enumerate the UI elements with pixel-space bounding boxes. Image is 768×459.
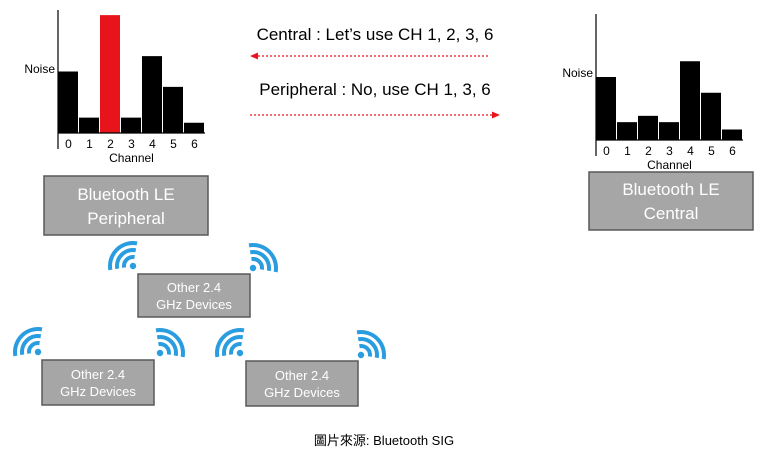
x-axis-label: Channel — [647, 158, 692, 172]
noise-bar-channel-3 — [121, 117, 141, 133]
arrow-to-central-head — [492, 111, 500, 119]
other-device-box-top: Other 2.4 GHz Devices — [137, 273, 251, 318]
channel-tick-label: 5 — [170, 137, 177, 151]
central-message-text: Central : Let’s use CH 1, 2, 3, 6 — [257, 25, 494, 44]
noise-bar-channel-4 — [142, 56, 162, 133]
noise-bar-channel-5 — [701, 92, 721, 140]
noise-bar-channel-0 — [58, 71, 78, 133]
image-source-caption: 圖片來源: Bluetooth SIG — [314, 433, 454, 448]
arrow-to-peripheral-head — [250, 52, 258, 60]
other-device-top-line2: GHz Devices — [156, 297, 232, 312]
channel-tick-label: 0 — [603, 144, 610, 158]
channel-tick-label: 4 — [687, 144, 694, 158]
channel-tick-label: 2 — [107, 137, 114, 151]
noise-bar-channel-1 — [617, 122, 637, 140]
wifi-signal-icon — [215, 328, 245, 358]
channel-tick-label: 1 — [624, 144, 631, 158]
noise-bar-channel-3 — [659, 122, 679, 140]
peripheral-box-line2: Peripheral — [87, 209, 165, 228]
other-device-right-line1: Other 2.4 — [275, 368, 329, 383]
channel-tick-label: 5 — [708, 144, 715, 158]
noise-bar-channel-4 — [680, 61, 700, 140]
other-device-box-left: Other 2.4 GHz Devices — [41, 359, 155, 406]
noise-bar-channel-6 — [184, 122, 204, 133]
x-axis-label: Channel — [109, 151, 154, 165]
other-device-box-right: Other 2.4 GHz Devices — [245, 360, 359, 407]
other-device-left-line1: Other 2.4 — [71, 367, 125, 382]
wifi-signal-icon — [248, 243, 278, 273]
peripheral-box-line1: Bluetooth LE — [77, 185, 174, 204]
wifi-signal-icon — [108, 241, 138, 271]
central-box-line1: Bluetooth LE — [622, 180, 719, 199]
noise-bar-channel-6 — [722, 129, 742, 140]
noise-bar-channel-0 — [596, 77, 616, 140]
noise-bar-channel-2 — [638, 115, 658, 140]
wifi-signals — [13, 241, 386, 360]
wifi-signal-icon — [155, 328, 185, 358]
channel-tick-label: 6 — [729, 144, 736, 158]
wifi-signal-icon — [13, 327, 43, 357]
noise-bar-channel-2 — [100, 15, 120, 133]
central-box: Bluetooth LE Central — [588, 171, 754, 231]
channel-tick-label: 6 — [191, 137, 198, 151]
central-box-line2: Central — [644, 204, 699, 223]
noise-bar-channel-5 — [163, 86, 183, 133]
channel-tick-label: 0 — [65, 137, 72, 151]
noise-bar-channel-1 — [79, 117, 99, 133]
other-device-top-line1: Other 2.4 — [167, 280, 221, 295]
peripheral-box: Bluetooth LE Peripheral — [43, 175, 209, 236]
central-message: Central : Let’s use CH 1, 2, 3, 6 — [250, 25, 493, 60]
other-device-left-line2: GHz Devices — [60, 384, 136, 399]
other-device-right-line2: GHz Devices — [264, 385, 340, 400]
wifi-signal-icon — [356, 330, 386, 360]
y-axis-label: Noise — [562, 66, 593, 80]
channel-tick-label: 4 — [149, 137, 156, 151]
peripheral-message-text: Peripheral : No, use CH 1, 3, 6 — [259, 80, 491, 99]
channel-tick-label: 1 — [86, 137, 93, 151]
y-axis-label: Noise — [24, 62, 55, 76]
peripheral-message: Peripheral : No, use CH 1, 3, 6 — [250, 80, 500, 119]
channel-tick-label: 2 — [645, 144, 652, 158]
channel-tick-label: 3 — [666, 144, 673, 158]
channel-tick-label: 3 — [128, 137, 135, 151]
